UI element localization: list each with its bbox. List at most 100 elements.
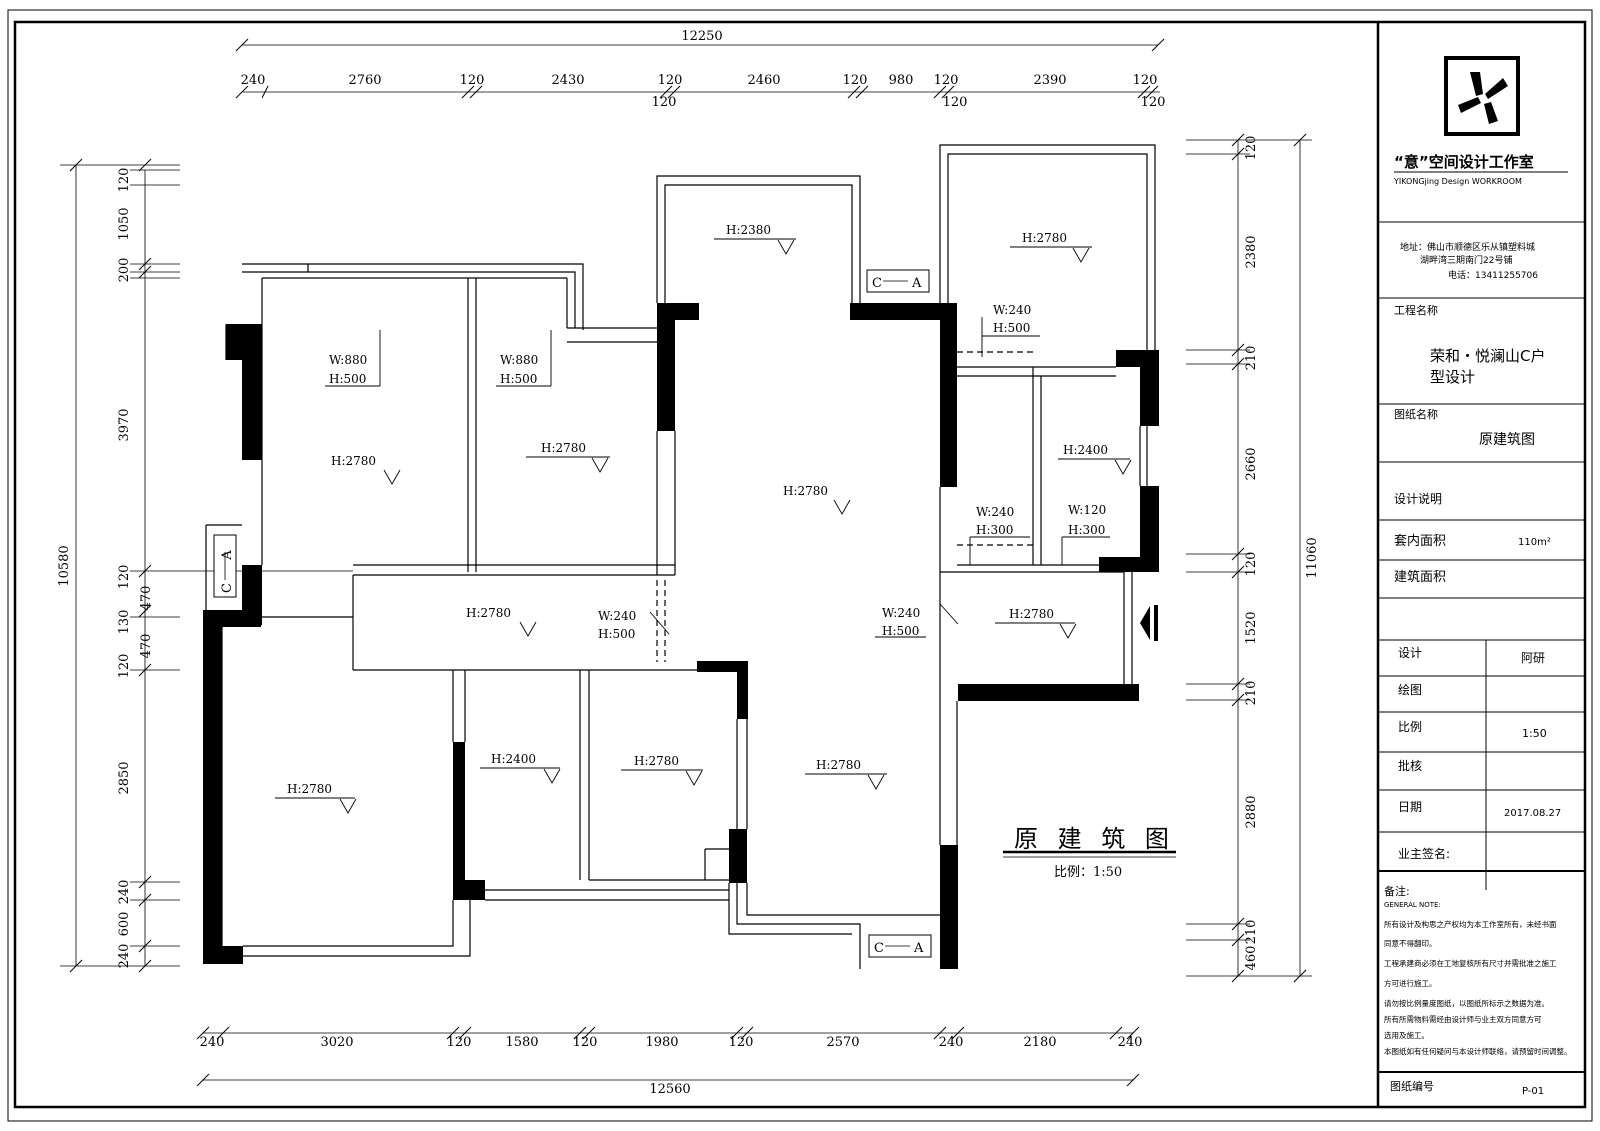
owner-signature-label: 业主签名: [1398, 846, 1450, 861]
right-total-dimension: 11060 [1305, 537, 1320, 578]
window-height-label: H:500 [500, 372, 537, 386]
right-dimension: 120 [1244, 136, 1259, 161]
window-width-label: W:240 [993, 303, 1031, 317]
bottom-dimension: 3020 [320, 1035, 353, 1050]
left-dimension: 240 [117, 944, 132, 969]
elevation-markers [275, 238, 1132, 814]
top-dimension: 2390 [1033, 73, 1066, 88]
right-dimension: 460 [1244, 946, 1259, 971]
scale-value: 1:50 [1522, 727, 1547, 740]
right-dimension: 2660 [1244, 447, 1259, 480]
drawing-scale-text: 比例：1:50 [1054, 865, 1122, 880]
top-dimension: 120 [652, 95, 677, 110]
left-dimension: 240 [117, 880, 132, 905]
top-dimension: 120 [460, 73, 485, 88]
height-label: H:2780 [783, 484, 828, 498]
window-height-label: H:500 [598, 627, 635, 641]
right-dimension: 2380 [1244, 235, 1259, 268]
right-dimension: 210 [1244, 346, 1259, 371]
drawing-border [13, 20, 1587, 1109]
drawing-title-text: 原 建 筑 图 [1014, 825, 1175, 853]
note-line: 工程承建商必须在工地复核所有尺寸并需批准之施工 [1384, 958, 1557, 968]
building-area-label: 建筑面积 [1394, 569, 1446, 585]
notes-english-label: GENERAL NOTE: [1384, 901, 1441, 909]
top-dimension: 120 [1141, 95, 1166, 110]
studio-name: “意”空间设计工作室 [1394, 153, 1534, 171]
window-width-label: W:240 [598, 609, 636, 623]
designer-label: 设计 [1398, 646, 1422, 660]
drawing-title: 原 建 筑 图 比例：1:50 [1003, 825, 1176, 880]
bottom-dimension: 1980 [645, 1035, 678, 1050]
left-dimension: 470 [139, 586, 154, 611]
window-height-label: H:500 [882, 624, 919, 638]
dimension-lines [60, 38, 1312, 1087]
height-label: H:2400 [1063, 443, 1108, 457]
left-dimension: 120 [117, 168, 132, 193]
walls [203, 303, 1159, 969]
bottom-dimension: 2180 [1023, 1035, 1056, 1050]
right-dimension: 1520 [1244, 611, 1259, 644]
right-dimension: 210 [1244, 681, 1259, 706]
height-label: H:2780 [816, 758, 861, 772]
sheet-number-label: 图纸编号 [1390, 1079, 1434, 1093]
bottom-total-dimension: 12560 [649, 1082, 690, 1097]
room-annotations: H:2380 H:2780 W:240 H:500 W:880 H:500 W:… [287, 223, 1108, 796]
window-height-label: H:300 [976, 523, 1013, 537]
window-height-label: H:500 [993, 321, 1030, 335]
drawing-name-value: 原建筑图 [1479, 432, 1535, 448]
left-dimension: 120 [117, 654, 132, 679]
studio-english-name: YIKONGjing Design WORKROOM [1393, 177, 1522, 186]
top-dimension: 120 [943, 95, 968, 110]
left-dimension: 3970 [117, 408, 132, 441]
top-dimension: 240 [241, 73, 266, 88]
right-dimension: 2880 [1244, 795, 1259, 828]
notes-label: 备注: [1384, 884, 1410, 898]
date-label: 日期 [1398, 800, 1422, 814]
inner-area-value: 110m² [1518, 537, 1551, 548]
height-label: H:2780 [1022, 231, 1067, 245]
section-marker-label: C [220, 583, 235, 593]
sheet-number-value: P-01 [1522, 1086, 1544, 1097]
project-name-line-1: 荣和・悦澜山C户 [1430, 347, 1545, 365]
window-width-label: W:880 [329, 353, 367, 367]
bottom-dimension: 120 [573, 1035, 598, 1050]
top-dimension: 120 [934, 73, 959, 88]
design-notes-label: 设计说明 [1394, 491, 1442, 506]
left-dimension: 200 [117, 258, 132, 283]
window-height-label: H:300 [1068, 523, 1105, 537]
height-label: H:2400 [491, 752, 536, 766]
bottom-dimension: 120 [447, 1035, 472, 1050]
window-height-label: H:500 [329, 372, 366, 386]
height-label: H:2780 [331, 454, 376, 468]
section-marker-label: C [874, 941, 884, 956]
note-line: 所有设计及构思之产权均为本工作室所有，未经书面 [1384, 919, 1557, 929]
top-dimension: 2430 [551, 73, 584, 88]
top-dimension: 980 [889, 73, 914, 88]
section-marker-label: A [911, 276, 922, 291]
top-dimension: 120 [1133, 73, 1158, 88]
top-dimension: 120 [843, 73, 868, 88]
note-line: 所有所需物料需经由设计师与业主双方同意方可 [1384, 1014, 1542, 1024]
height-label: H:2780 [1009, 607, 1054, 621]
scale-label: 比例 [1398, 720, 1422, 734]
partition-lines [205, 144, 1156, 969]
bottom-dimension: 240 [1118, 1035, 1143, 1050]
studio-logo [1444, 56, 1520, 136]
height-label: H:2780 [541, 441, 586, 455]
window-width-label: W:880 [500, 353, 538, 367]
project-name-line-2: 型设计 [1430, 368, 1475, 386]
project-name-label: 工程名称 [1394, 303, 1438, 317]
studio-logo-mark [1458, 72, 1508, 124]
right-dimension: 210 [1244, 920, 1259, 945]
studio-phone: 电话：13411255706 [1448, 269, 1538, 281]
note-line: 方可进行施工。 [1384, 978, 1437, 988]
approval-label: 批核 [1398, 758, 1422, 773]
section-marker-label: C [872, 276, 882, 291]
left-dimension: 2850 [117, 761, 132, 794]
window-width-label: W:240 [976, 505, 1014, 519]
window-width-label: W:240 [882, 606, 920, 620]
note-line: 请勿按比例量度图纸，以图纸所标示之数据为准。 [1384, 998, 1549, 1008]
section-marker-label: A [913, 941, 924, 956]
bottom-dimension: 2570 [826, 1035, 859, 1050]
